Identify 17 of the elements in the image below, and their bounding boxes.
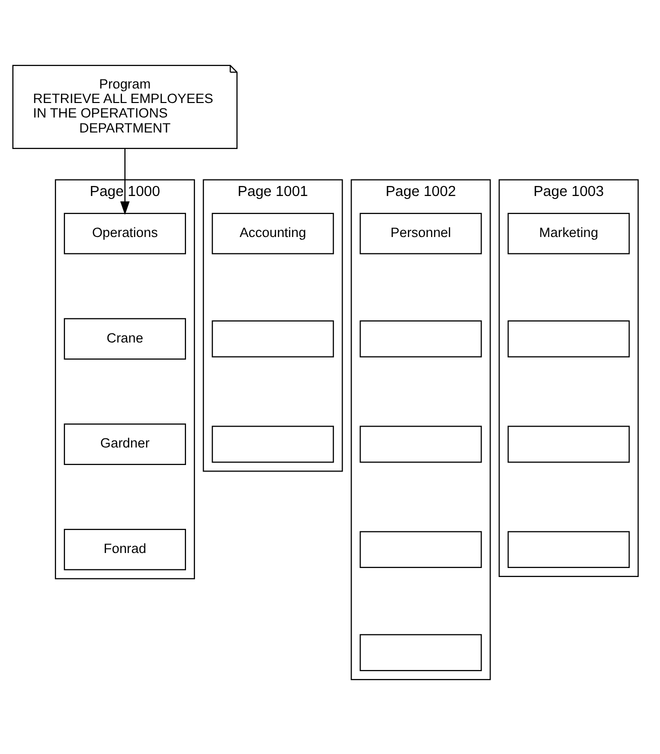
node-box	[360, 320, 482, 358]
node-box: Crane	[64, 318, 186, 360]
node-box: Gardner	[64, 424, 186, 465]
node-box	[508, 531, 630, 568]
arrow	[120, 148, 130, 215]
node-box	[360, 426, 482, 463]
node-box	[360, 634, 482, 672]
node-box: Accounting	[212, 212, 334, 254]
node-box: Marketing	[508, 212, 630, 254]
node-box	[360, 531, 482, 568]
node-box	[508, 320, 630, 358]
node-box	[212, 320, 334, 358]
node-box: Operations	[64, 212, 186, 254]
node-box	[212, 426, 334, 463]
node-box: Personnel	[360, 212, 482, 254]
node-box	[508, 426, 630, 463]
node-box: Fonrad	[64, 528, 186, 570]
